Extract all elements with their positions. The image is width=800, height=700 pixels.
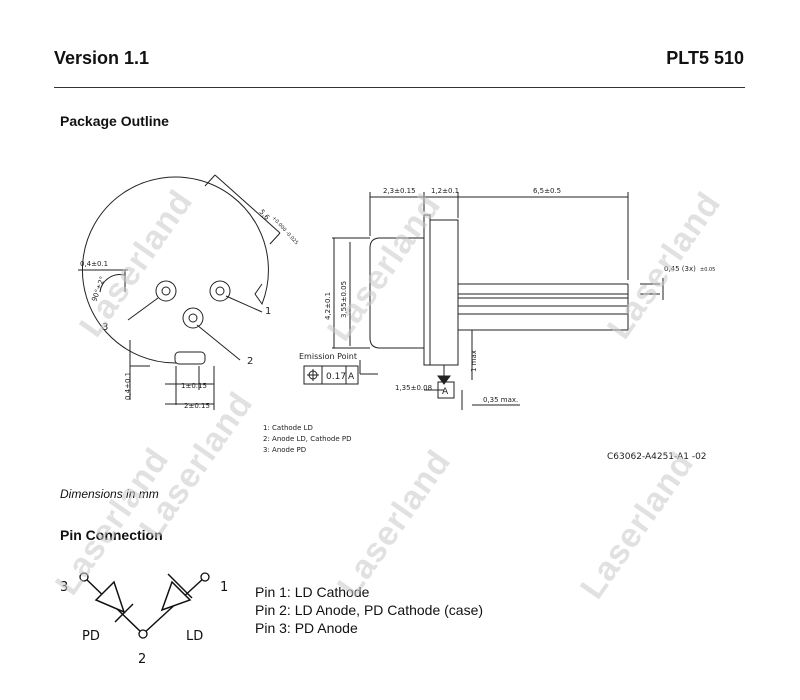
pin-1-node <box>200 572 210 582</box>
dim-2: 2±0.15 <box>184 402 210 410</box>
pin-connection-title: Pin Connection <box>60 527 163 543</box>
pin-hole-2 <box>182 307 204 329</box>
dim-1-2: 1,2±0.1 <box>431 187 459 195</box>
pd-label: PD <box>82 629 100 644</box>
pin-1-description: Pin 1: LD Cathode <box>255 584 370 600</box>
pd-diode <box>94 580 126 614</box>
dim-0-4-top: 0,4±0.1 <box>80 260 108 268</box>
dim-2-3: 2,3±0.15 <box>383 187 416 195</box>
emission-point-label: Emission Point <box>299 352 357 361</box>
package-outline-title: Package Outline <box>60 113 169 129</box>
package-tip <box>437 375 451 385</box>
datum-a-box <box>437 381 455 399</box>
dim-3-55: 3,55±0.05 <box>340 281 348 318</box>
part-number: PLT5 510 <box>666 48 744 68</box>
tolerance-frame <box>303 365 359 385</box>
pin-hole-3 <box>155 280 177 302</box>
header-divider <box>54 87 745 88</box>
dim-1-35: 1,35±0.08 <box>395 384 432 392</box>
pin-3-node <box>79 572 89 582</box>
legend-2: 2: Anode LD, Cathode PD <box>263 435 352 443</box>
pin-2-label: 2 <box>138 652 146 667</box>
ld-diode <box>160 580 192 612</box>
dim-0-35: 0,35 max. <box>483 396 518 404</box>
dim-4-2: 4,2±0.1 <box>324 292 332 320</box>
ld-label: LD <box>186 629 203 644</box>
datum-a: A <box>442 387 449 397</box>
dim-1: 1±0.15 <box>181 382 207 390</box>
dim-0-4-side: 0,4±0.1 <box>124 372 132 400</box>
legend-1: 1: Cathode LD <box>263 424 313 432</box>
drawing-number: C63062-A4251-A1 -02 <box>607 452 707 462</box>
front-notch <box>174 351 206 365</box>
callout-3: 3 <box>102 322 108 333</box>
pin-2-description: Pin 2: LD Anode, PD Cathode (case) <box>255 602 484 618</box>
pin-3-description: Pin 3: PD Anode <box>255 620 358 636</box>
dim-0-45: 0,45 (3x) <box>664 265 696 273</box>
callout-1: 1 <box>265 306 271 317</box>
dim-0-45-tol: ±0.05 <box>700 267 715 273</box>
package-front-outline <box>81 176 269 364</box>
tol-value: 0.17 <box>326 372 346 382</box>
tol-datum: A <box>348 372 355 382</box>
dimensions-note: Dimensions in mm <box>60 487 159 501</box>
dim-1-max: 1 max <box>470 350 478 372</box>
pin-1-label: 1 <box>220 580 228 595</box>
pin-3-label: 3 <box>60 580 68 595</box>
pin-2-node <box>138 629 148 639</box>
callout-2: 2 <box>247 356 253 367</box>
legend-3: 3: Anode PD <box>263 446 306 454</box>
package-cap <box>369 237 425 349</box>
dim-6-5: 6,5±0.5 <box>533 187 561 195</box>
pin-hole-1 <box>209 280 231 302</box>
version-label: Version 1.1 <box>54 48 150 68</box>
